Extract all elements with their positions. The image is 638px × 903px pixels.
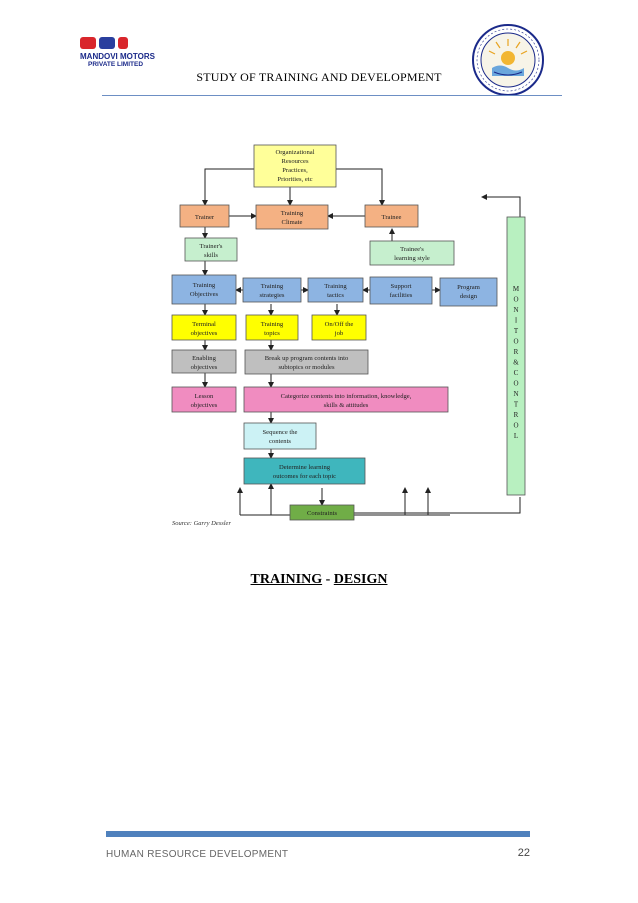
label-onoff-2: job [334,330,344,337]
label-lesson-2: objectives [191,402,218,409]
label-trainee: Trainee [382,214,402,221]
label-tactics-2: tactics [327,292,344,299]
label-lesson-1: Lesson [195,393,214,400]
flow-diagram-svg: Organizational Resources Practices, Prio… [171,144,526,527]
diagram-nodes [171,144,526,521]
label-terminal-1: Terminal [192,321,216,328]
label-tactics-1: Training [324,283,347,290]
label-support-2: facilities [390,292,413,299]
label-topics-1: Training [261,321,284,328]
logo-line2: PRIVATE LIMITED [88,61,144,68]
diagram-labels: Organizational Resources Practices, Prio… [190,149,481,517]
caption-separator: - [322,572,334,587]
label-climate-2: Climate [282,219,303,226]
node-on-off-job [311,314,367,341]
header-divider [102,95,562,96]
node-trainee-learning-style [369,240,455,266]
label-support-1: Support [391,283,412,290]
label-determine-1: Determine learning [279,464,331,471]
logo-line1: MANDOVI MOTORS [80,52,155,61]
footer-title: HUMAN RESOURCE DEVELOPMENT [106,849,289,860]
label-determine-2: outcomes for each topic [273,473,336,480]
label-org-3: Practices, [282,167,308,174]
node-break-up-contents [244,349,369,375]
node-training-topics [245,314,299,341]
node-trainer-skills [184,237,238,262]
node-constraints [289,504,355,521]
label-terminal-2: objectives [191,330,218,337]
node-determine-outcomes [243,457,366,485]
page-header-title: STUDY OF TRAINING AND DEVELOPMENT [196,70,442,84]
label-objectives-2: Objectives [190,291,219,298]
label-categorize-2: skills & attitudes [324,402,369,409]
label-breakup-2: subtopics or modules [278,364,334,371]
label-breakup-1: Break up program contents into [265,355,349,362]
label-sequence-2: contents [269,438,291,445]
label-topics-2: topics [264,330,280,337]
caption-design: DESIGN [333,572,388,587]
caption-training: TRAINING [250,572,323,587]
label-enabling-2: objectives [191,364,218,371]
node-trainee [364,204,419,228]
footer-divider [106,831,530,837]
training-design-diagram: Organizational Resources Practices, Prio… [160,133,546,538]
node-sequence-contents [243,422,317,450]
node-terminal-objectives [171,314,237,341]
label-program-2: design [460,293,478,300]
node-program-design [439,277,498,307]
label-onoff-1: On/Off the [325,321,354,328]
label-categorize-1: Categorize contents into information, kn… [281,393,412,400]
college-seal [470,22,546,98]
figure-caption: TRAINING - DESIGN [0,572,638,588]
label-org-4: Priorities, etc [277,176,312,183]
label-trainer-skills-2: skills [204,252,218,259]
node-organizational-resources [253,144,337,188]
node-enabling-objectives [171,349,237,374]
label-strategies-2: strategies [260,292,285,299]
label-constraints: Constraints [307,510,337,517]
node-categorize-contents [243,386,449,413]
logo-mark-red [80,37,96,49]
label-program-1: Program [457,284,481,291]
label-enabling-1: Enabling [192,355,217,362]
company-logo: MANDOVI MOTORS PRIVATE LIMITED [80,36,162,70]
node-lesson-objectives [171,386,237,413]
node-training-tactics [307,277,364,303]
label-trainee-style-1: Trainee's [400,246,424,253]
diagram-source: Source: Garry Dessler [172,520,231,527]
node-training-climate [255,204,329,230]
page-number: 22 [517,847,530,859]
node-monitor-control [506,216,526,496]
label-sequence-1: Sequence the [263,429,298,436]
node-trainer [179,204,230,228]
label-org-1: Organizational [275,149,314,156]
seal-emblem-icon [472,24,544,96]
label-trainer-skills-1: Trainer's [200,243,223,250]
label-climate-1: Training [281,210,304,217]
label-trainer: Trainer [195,214,215,221]
logo-marks [80,36,162,50]
node-training-strategies [242,277,302,303]
node-training-objectives [171,274,237,305]
logo-mark-red-s [118,37,128,49]
node-support-facilities [369,276,433,305]
label-objectives-1: Training [193,282,216,289]
logo-mark-blue [99,37,115,49]
label-strategies-1: Training [261,283,284,290]
label-org-2: Resources [281,158,309,165]
label-trainee-style-2: learning style [394,255,430,262]
